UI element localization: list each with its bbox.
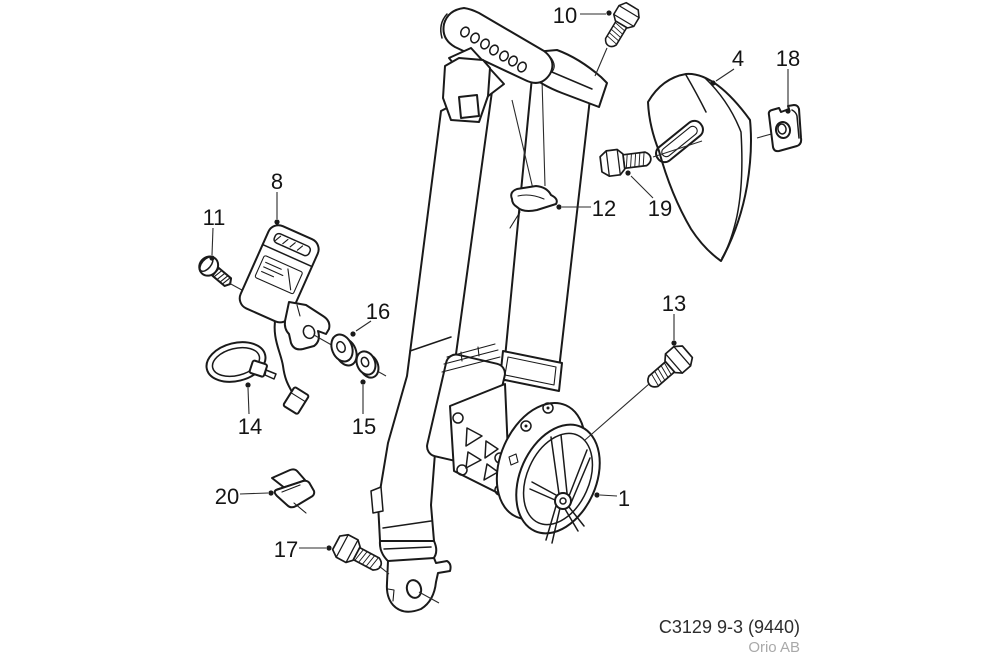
- cable-tie: [205, 341, 277, 383]
- washers: [313, 333, 387, 379]
- drawing-code: C3129 9-3 (9440): [658, 617, 800, 637]
- callout-leader-4: [715, 68, 735, 82]
- spring-coils: [460, 26, 527, 73]
- buckle-slot: [273, 232, 312, 257]
- bolt-19: [598, 140, 703, 178]
- callout-20: 20: [215, 484, 274, 509]
- callout-leader-14: [247, 387, 250, 415]
- belt-stop-tab: [370, 486, 384, 514]
- callout-8: 8: [271, 169, 283, 225]
- part-number-10: 10: [553, 3, 577, 28]
- callout-18: 18: [776, 46, 800, 114]
- tongue-slot: [458, 94, 480, 119]
- spring-clip: [271, 468, 316, 514]
- callout-dot-17: [326, 545, 332, 551]
- callout-dot-8: [274, 219, 280, 225]
- bolt-17: [329, 530, 390, 579]
- part-number-4: 4: [732, 46, 744, 71]
- callout-dot-1: [594, 492, 600, 498]
- buckle-wire: [273, 313, 293, 393]
- callout-dot-12: [556, 204, 562, 210]
- belt-webbing-shoulder: [504, 76, 592, 370]
- clip-nut: [767, 104, 803, 153]
- callout-dot-18: [785, 108, 791, 114]
- belt-webbing-lap: [370, 83, 494, 542]
- publisher: Orio AB: [748, 638, 800, 656]
- callout-13: 13: [662, 291, 686, 346]
- callout-12: 12: [556, 196, 616, 221]
- callout-19: 19: [625, 170, 672, 221]
- washer-15: [355, 350, 377, 376]
- washer-16: [330, 333, 354, 363]
- drum-hub: [554, 492, 572, 510]
- buckle-body: [238, 224, 320, 324]
- wire-connector: [282, 386, 310, 415]
- callout-16: 16: [350, 299, 390, 337]
- bolt-13: [584, 341, 697, 441]
- retractor-assembly: [426, 343, 601, 544]
- buckle-label: [254, 255, 303, 295]
- callout-14: 14: [238, 382, 262, 439]
- belt-latch-tongue: [442, 57, 491, 123]
- part-number-17: 17: [274, 537, 298, 562]
- bolt-10: [594, 0, 644, 77]
- part-number-15: 15: [352, 414, 376, 439]
- part-number-19: 19: [648, 196, 672, 221]
- part-number-16: 16: [366, 299, 390, 324]
- callout-dot-20: [268, 490, 274, 496]
- callout-dot-11: [209, 255, 215, 261]
- part-number-1: 1: [618, 486, 630, 511]
- callout-10: 10: [553, 3, 612, 28]
- callout-dot-19: [625, 170, 631, 176]
- callout-11: 11: [203, 205, 226, 261]
- part-number-18: 18: [776, 46, 800, 71]
- callout-leader-20: [239, 492, 269, 495]
- part-number-20: 20: [215, 484, 239, 509]
- part-number-14: 14: [238, 414, 262, 439]
- part-number-12: 12: [592, 196, 616, 221]
- callout-leader-16: [355, 320, 372, 332]
- callout-leader-11: [211, 227, 214, 256]
- callout-leader-19: [630, 175, 654, 199]
- cover-belt-slot: [655, 119, 704, 164]
- callout-leader-1: [599, 494, 618, 497]
- callout-4: 4: [710, 46, 744, 86]
- anchor-bolt-hole: [405, 579, 423, 599]
- upper-anchor-cover: [647, 72, 776, 262]
- part-number-13: 13: [662, 291, 686, 316]
- callout-dot-15: [360, 379, 366, 385]
- callout-1: 1: [594, 486, 630, 511]
- callout-17: 17: [274, 537, 332, 562]
- callout-dot-14: [245, 382, 251, 388]
- footer: C3129 9-3 (9440) Orio AB: [560, 617, 800, 657]
- belt-guide-clip: [509, 185, 558, 229]
- callout-dot-10: [606, 10, 612, 16]
- stalk-hole: [302, 324, 316, 340]
- callout-15: 15: [352, 379, 376, 439]
- part-number-8: 8: [271, 169, 283, 194]
- drum-spokes: [529, 434, 591, 544]
- callout-dot-4: [710, 80, 716, 86]
- callout-dot-16: [350, 331, 356, 337]
- lower-anchor-plate: [378, 540, 452, 613]
- part-number-11: 11: [203, 205, 226, 230]
- retractor-drum-cover: [515, 423, 601, 535]
- upper-anchor-assembly: [440, 7, 608, 190]
- callout-dot-13: [671, 340, 677, 346]
